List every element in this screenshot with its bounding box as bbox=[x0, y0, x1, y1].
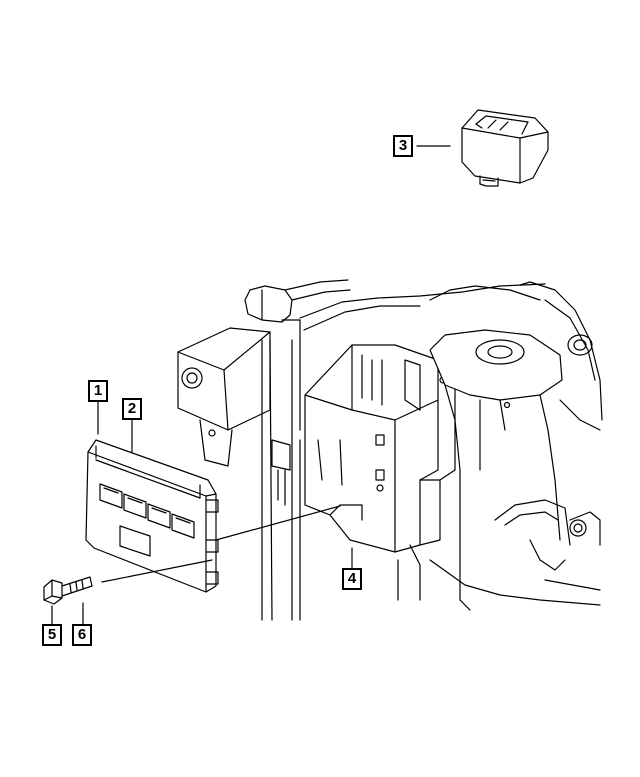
pcm-module-1 bbox=[85, 439, 219, 593]
callout-1: 1 bbox=[88, 380, 108, 402]
callout-4: 4 bbox=[342, 568, 362, 590]
callout-5: 5 bbox=[42, 624, 62, 646]
callout-3: 3 bbox=[393, 135, 413, 157]
vehicle-structure bbox=[177, 279, 603, 621]
leader-lines bbox=[51, 145, 451, 625]
relay-module-3 bbox=[461, 109, 549, 187]
callout-6: 6 bbox=[72, 624, 92, 646]
bolt-5 bbox=[43, 576, 93, 605]
callout-2: 2 bbox=[122, 398, 142, 420]
